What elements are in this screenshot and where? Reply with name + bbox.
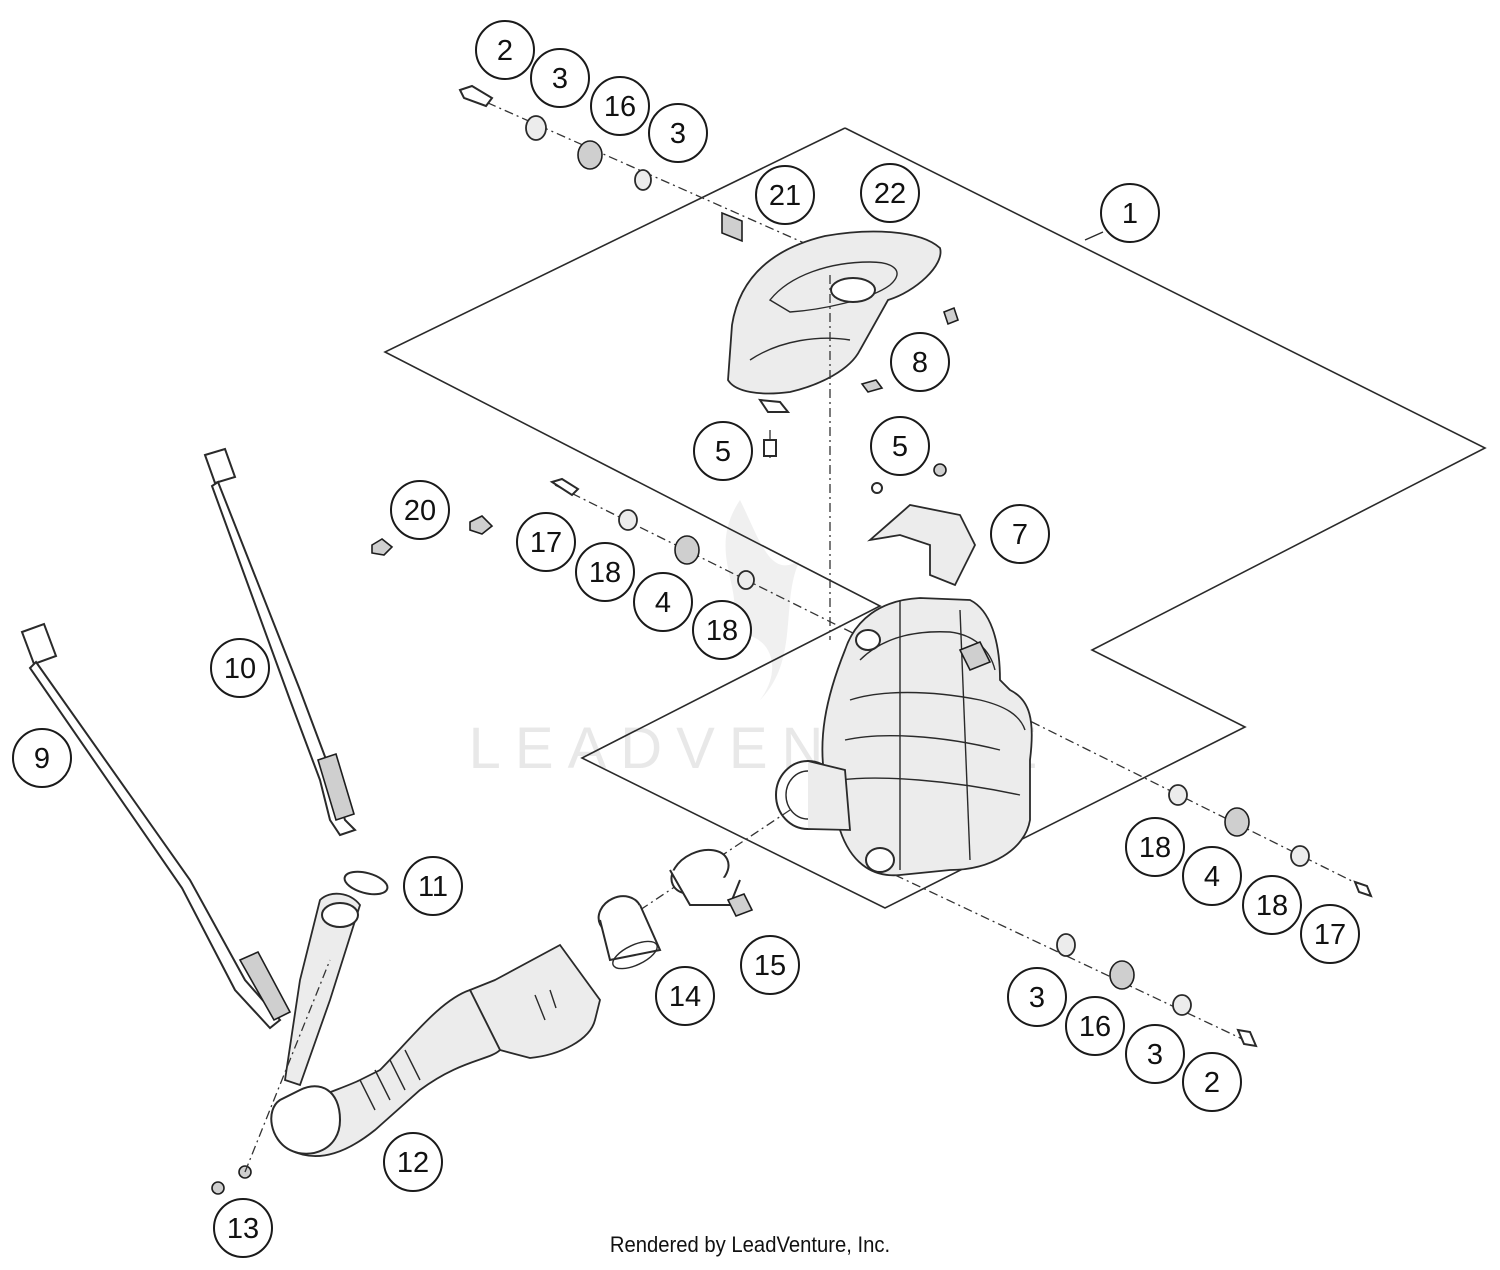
callout-number: 21 xyxy=(769,180,801,212)
bracket xyxy=(867,504,977,587)
callout-11: 11 xyxy=(403,856,463,916)
intake-pipe xyxy=(270,892,601,1157)
callout-2: 2 xyxy=(475,20,535,80)
callout-number: 10 xyxy=(224,653,256,685)
callout-number: 3 xyxy=(1029,982,1045,1014)
callout-number: 17 xyxy=(1314,919,1346,951)
o-ring xyxy=(343,870,389,896)
assembly-outline xyxy=(383,127,1487,909)
callout-number: 18 xyxy=(706,615,738,647)
callout-1: 1 xyxy=(1100,183,1160,243)
callout-number: 3 xyxy=(1147,1039,1163,1071)
callout-number: 1 xyxy=(1122,198,1138,230)
callout-number: 12 xyxy=(397,1147,429,1179)
footer-credit: Rendered by LeadVenture, Inc. xyxy=(609,1232,891,1257)
callout-number: 7 xyxy=(1012,519,1028,551)
callout-14: 14 xyxy=(655,966,715,1026)
rubber-sleeve xyxy=(597,895,662,970)
callout-number: 11 xyxy=(418,871,448,903)
callout-4: 4 xyxy=(633,572,693,632)
clip xyxy=(943,306,959,326)
callout-number: 2 xyxy=(497,35,513,67)
callout-number: 5 xyxy=(892,431,908,463)
upper-fastener-set xyxy=(458,84,821,251)
callout-number: 15 xyxy=(754,950,786,982)
callout-number: 4 xyxy=(655,587,671,619)
screw xyxy=(763,439,777,457)
callout-number: 18 xyxy=(1139,832,1171,864)
callout-number: 18 xyxy=(589,557,621,589)
intake-cover xyxy=(727,230,942,413)
screw xyxy=(933,463,947,477)
clip xyxy=(469,515,494,535)
callout-16: 16 xyxy=(590,76,650,136)
callout-3: 3 xyxy=(1007,967,1067,1027)
callout-number: 20 xyxy=(404,495,436,527)
lower-fastener-set xyxy=(894,874,1258,1048)
callout-number: 14 xyxy=(669,981,701,1013)
callout-18: 18 xyxy=(575,542,635,602)
clip xyxy=(860,379,884,393)
callout-number: 17 xyxy=(530,527,562,559)
callout-number: 8 xyxy=(912,347,928,379)
callout-13: 13 xyxy=(213,1198,273,1258)
callout-number: 18 xyxy=(1256,890,1288,922)
callout-20: 20 xyxy=(390,480,450,540)
callout-8: 8 xyxy=(890,332,950,392)
callout-18: 18 xyxy=(1125,817,1185,877)
callout-number: 22 xyxy=(874,178,906,210)
callout-4: 4 xyxy=(1182,846,1242,906)
middle-fastener-set xyxy=(549,477,1373,898)
callout-15: 15 xyxy=(740,935,800,995)
callout-number: 3 xyxy=(552,63,568,95)
callout-number: 2 xyxy=(1204,1067,1220,1099)
callout-number: 16 xyxy=(1079,1011,1111,1043)
callout-7: 7 xyxy=(990,504,1050,564)
callout-number: 4 xyxy=(1204,861,1220,893)
hose-clamp xyxy=(669,848,754,918)
callout-number: 16 xyxy=(604,91,636,123)
callout-21: 21 xyxy=(755,165,815,225)
callout-17: 17 xyxy=(1300,904,1360,964)
callout-12: 12 xyxy=(383,1132,443,1192)
callout-18: 18 xyxy=(692,600,752,660)
callout-number: 5 xyxy=(715,436,731,468)
sensor-cable-10 xyxy=(203,447,357,837)
callout-16: 16 xyxy=(1065,996,1125,1056)
callout-3: 3 xyxy=(648,103,708,163)
screw xyxy=(871,482,883,494)
callout-leader-1 xyxy=(1084,231,1104,241)
clip xyxy=(371,538,394,556)
callout-number: 13 xyxy=(227,1213,259,1245)
callout-9: 9 xyxy=(12,728,72,788)
callout-17: 17 xyxy=(516,512,576,572)
callout-number: 9 xyxy=(34,743,50,775)
callout-3: 3 xyxy=(530,48,590,108)
nut xyxy=(211,1181,225,1195)
callout-22: 22 xyxy=(860,163,920,223)
callout-number: 3 xyxy=(670,118,686,150)
callout-18: 18 xyxy=(1242,875,1302,935)
callout-5: 5 xyxy=(693,421,753,481)
callout-3: 3 xyxy=(1125,1024,1185,1084)
sensor-cable-9 xyxy=(20,622,292,1030)
airbox-housing xyxy=(775,597,1033,877)
callout-5: 5 xyxy=(870,416,930,476)
callout-10: 10 xyxy=(210,638,270,698)
callout-2: 2 xyxy=(1182,1052,1242,1112)
